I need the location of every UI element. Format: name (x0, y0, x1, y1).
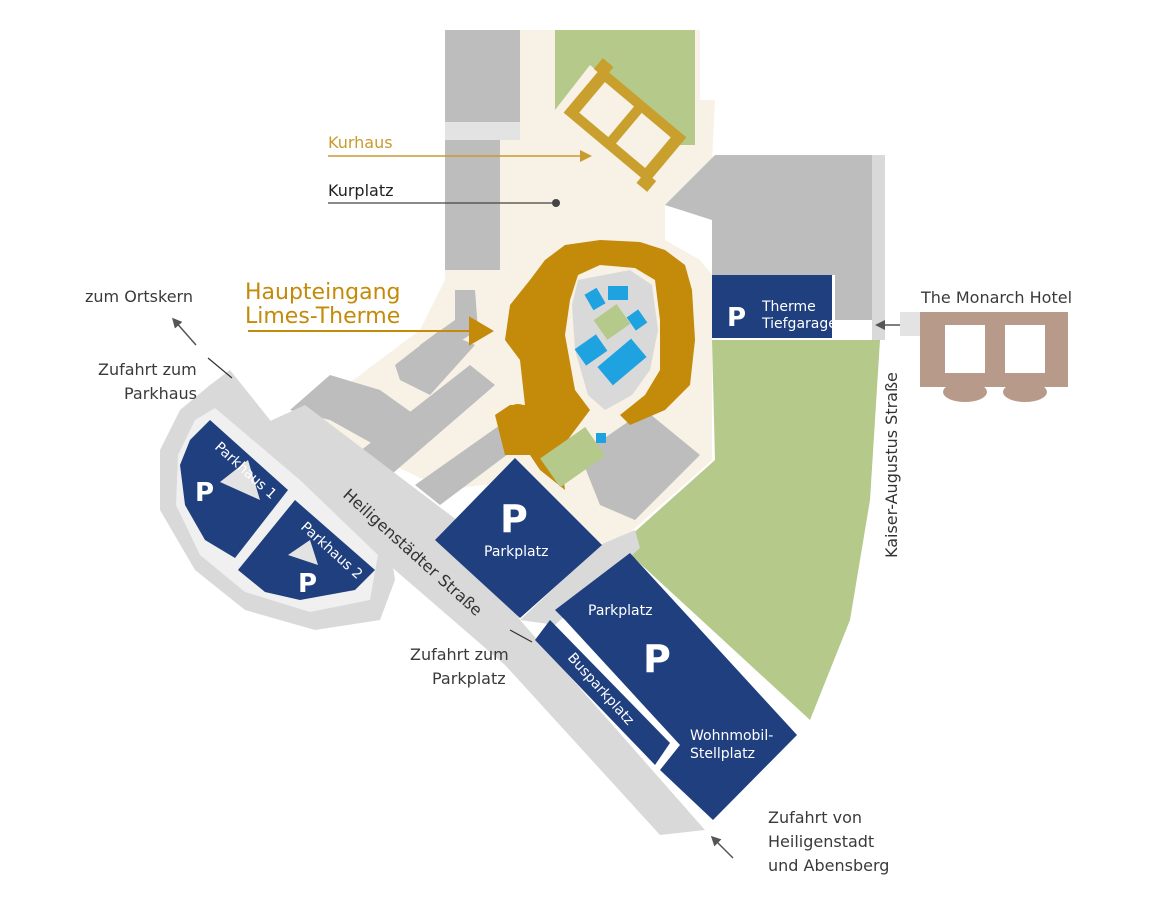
building-northeast (665, 155, 880, 320)
ortskern-label: zum Ortskern (85, 287, 193, 306)
busparkplatz (535, 620, 670, 765)
building-southeast (580, 410, 700, 520)
parkplatz-south (555, 553, 797, 820)
tiefgarage (712, 275, 832, 338)
zufahrt-parkhaus-label-2: Parkhaus (124, 384, 197, 403)
kurhaus-building (563, 58, 687, 192)
parkhaus2-p-icon: P (298, 569, 317, 599)
parkplatz-label: Parkplatz (484, 544, 548, 560)
haupteingang-label: Haupteingang (245, 280, 401, 305)
zufahrt-parkplatz-label-2: Parkplatz (432, 669, 506, 688)
zufahrt-von-label-2: Heiligenstadt (768, 832, 874, 851)
tiefgarage-label-2: Tiefgarage (761, 316, 837, 332)
zufahrt-von-label: Zufahrt von (768, 808, 862, 827)
parkhaus1-p-icon: P (195, 478, 214, 508)
therme-building (495, 240, 695, 490)
entrance-arrow (248, 316, 494, 346)
road-heiligenstaedter (268, 405, 705, 835)
zufahrt-von-arrow (710, 835, 734, 859)
building-block (445, 140, 500, 270)
courtyard-green (593, 304, 631, 340)
limes-therme-label: Limes-Therme (245, 304, 400, 329)
ortskern-arrow (172, 317, 197, 346)
pool (596, 433, 606, 443)
wohnmobil-label: Wohnmobil- (690, 728, 773, 744)
building-west (355, 365, 495, 480)
courtyard-green (540, 427, 606, 488)
pool (608, 286, 628, 300)
building-block (445, 122, 520, 140)
building-west (395, 330, 475, 395)
park-green-east (620, 340, 880, 720)
parkplatz-south-p-icon: P (643, 637, 671, 681)
monarch-hotel (920, 312, 1068, 402)
wohnmobil-label-2: Stellplatz (690, 746, 755, 762)
zufahrt-von-label-3: und Abensberg (768, 856, 889, 875)
kurhaus-label: Kurhaus (328, 133, 393, 152)
pool (574, 334, 608, 366)
zufahrt-parkplatz-label: Zufahrt zum (410, 645, 509, 664)
parkhaus-barrier (207, 357, 233, 379)
building-west (415, 425, 520, 505)
tiefgarage-p-icon: P (727, 303, 746, 333)
parkplatz-center (435, 458, 602, 618)
parkplatz-p-icon: P (500, 497, 528, 541)
parkplatz-barrier (509, 629, 533, 643)
monarch-hotel-label: The Monarch Hotel (920, 288, 1072, 307)
parkhaus-2 (238, 500, 375, 600)
zufahrt-parkhaus-label: Zufahrt zum (98, 360, 197, 379)
therme-entrance-dome (504, 404, 532, 432)
kaiser-augustus-label: Kaiser-Augustus Straße (882, 372, 901, 558)
pool (597, 338, 647, 386)
parkplatz-south-label: Parkplatz (588, 603, 652, 619)
kurplatz-dot (552, 199, 560, 207)
road-parkplatz-access (520, 530, 640, 625)
pool (584, 287, 606, 311)
building-block (445, 30, 520, 122)
kurplatz-label: Kurplatz (328, 181, 394, 200)
tiefgarage-label: Therme (761, 299, 816, 315)
road-hotel-access (900, 312, 922, 336)
building-west (290, 375, 415, 445)
pool (626, 309, 648, 331)
road-kaiser-augustus (872, 155, 885, 340)
parkhaus-1 (180, 420, 288, 558)
